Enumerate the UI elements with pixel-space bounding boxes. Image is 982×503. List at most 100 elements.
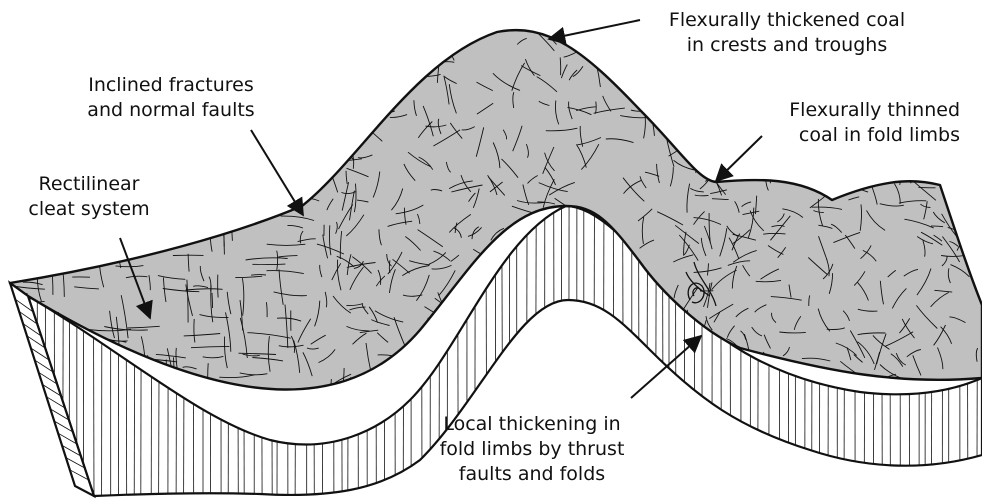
cleat-line xyxy=(190,162,230,166)
label-flexural-thinned: Flexurally thinned coal in fold limbs xyxy=(730,98,960,148)
cleat-line xyxy=(232,30,273,37)
cleat-line xyxy=(617,343,643,358)
cleat-line xyxy=(71,129,78,164)
cleat-line xyxy=(291,171,309,187)
cleat-line xyxy=(371,88,389,92)
cleat-line xyxy=(28,73,31,113)
cleat-line xyxy=(203,62,224,63)
cleat-line xyxy=(529,356,536,369)
cleat-line xyxy=(869,162,889,179)
cleat-line xyxy=(83,236,103,237)
cleat-line xyxy=(213,35,218,58)
cleat-line xyxy=(546,350,551,378)
cleat-line xyxy=(40,153,61,154)
cleat-line xyxy=(394,32,402,44)
cleat-line xyxy=(833,58,841,77)
cleat-line xyxy=(231,160,248,162)
cleat-line xyxy=(303,168,311,177)
cleat-line xyxy=(26,134,61,136)
cleat-line xyxy=(683,60,696,63)
cleat-line xyxy=(310,158,322,170)
cleat-line xyxy=(534,385,539,401)
cleat-line xyxy=(370,44,373,62)
label-flexural-thickened: Flexurally thickened coal in crests and … xyxy=(647,8,927,58)
cleat-line xyxy=(33,76,51,77)
cleat-line xyxy=(781,172,786,181)
cleat-line xyxy=(642,357,656,363)
cleat-line xyxy=(799,60,810,74)
cleat-line xyxy=(971,246,982,250)
cleat-line xyxy=(65,42,106,46)
cleat-line xyxy=(961,49,967,59)
cleat-line xyxy=(316,44,324,52)
cleat-line xyxy=(170,185,197,188)
cleat-line xyxy=(576,313,583,322)
cleat-line xyxy=(179,142,182,160)
cleat-line xyxy=(527,391,532,401)
cleat-line xyxy=(263,143,264,177)
cleat-line xyxy=(595,357,612,375)
cleat-line xyxy=(560,57,561,75)
cleat-line xyxy=(209,38,233,39)
cleat-line xyxy=(918,148,947,151)
cleat-line xyxy=(548,15,557,29)
cleat-line xyxy=(555,22,578,24)
cleat-line xyxy=(203,199,205,224)
cleat-line xyxy=(723,100,729,130)
cleat-line xyxy=(167,209,211,210)
cleat-line xyxy=(392,32,399,57)
cleat-line xyxy=(128,8,131,35)
cleat-line xyxy=(875,157,888,170)
cleat-line xyxy=(332,76,337,95)
cleat-line xyxy=(12,83,54,87)
cleat-line xyxy=(411,381,412,394)
cleat-line xyxy=(313,28,327,42)
cleat-line xyxy=(970,192,972,217)
cleat-line xyxy=(35,66,70,68)
cleat-line xyxy=(174,357,175,383)
cleat-line xyxy=(893,165,902,182)
cleat-line xyxy=(227,202,229,230)
cleat-line xyxy=(51,28,83,31)
cleat-line xyxy=(412,49,430,67)
cleat-line xyxy=(372,62,373,93)
cleat-line xyxy=(542,314,562,316)
cleat-line xyxy=(119,34,157,37)
cleat-line xyxy=(55,266,82,268)
label-local-thickening: Local thickening in fold limbs by thrust… xyxy=(412,412,652,487)
cleat-line xyxy=(376,19,387,42)
cleat-line xyxy=(499,379,517,404)
cleat-line xyxy=(7,126,33,128)
cleat-line xyxy=(211,40,213,66)
cleat-line xyxy=(605,367,614,389)
cleat-line xyxy=(488,258,494,270)
cleat-line xyxy=(710,91,721,103)
cleat-line xyxy=(281,22,282,55)
cleat-line xyxy=(960,214,969,226)
cleat-line xyxy=(963,233,972,241)
cleat-line xyxy=(425,345,443,348)
cleat-line xyxy=(89,51,91,75)
cleat-line xyxy=(933,69,935,82)
cleat-line xyxy=(611,30,615,60)
cleat-line xyxy=(180,198,197,200)
cleat-line xyxy=(310,20,327,37)
cleat-line xyxy=(721,87,723,106)
cleat-line xyxy=(333,124,344,152)
cleat-line xyxy=(695,158,706,162)
cleat-line xyxy=(428,353,446,355)
cleat-line xyxy=(968,72,970,83)
cleat-line xyxy=(253,33,269,36)
cleat-line xyxy=(12,22,17,60)
cleat-line xyxy=(933,73,954,74)
cleat-line xyxy=(899,172,906,181)
cleat-line xyxy=(955,33,962,44)
cleat-line xyxy=(694,58,701,74)
cleat-line xyxy=(693,95,700,121)
cleat-line xyxy=(540,372,562,395)
cleat-line xyxy=(352,390,364,394)
cleat-line xyxy=(300,134,318,152)
cleat-line xyxy=(32,116,35,133)
cleat-line xyxy=(947,53,960,59)
cleat-line xyxy=(966,15,980,41)
